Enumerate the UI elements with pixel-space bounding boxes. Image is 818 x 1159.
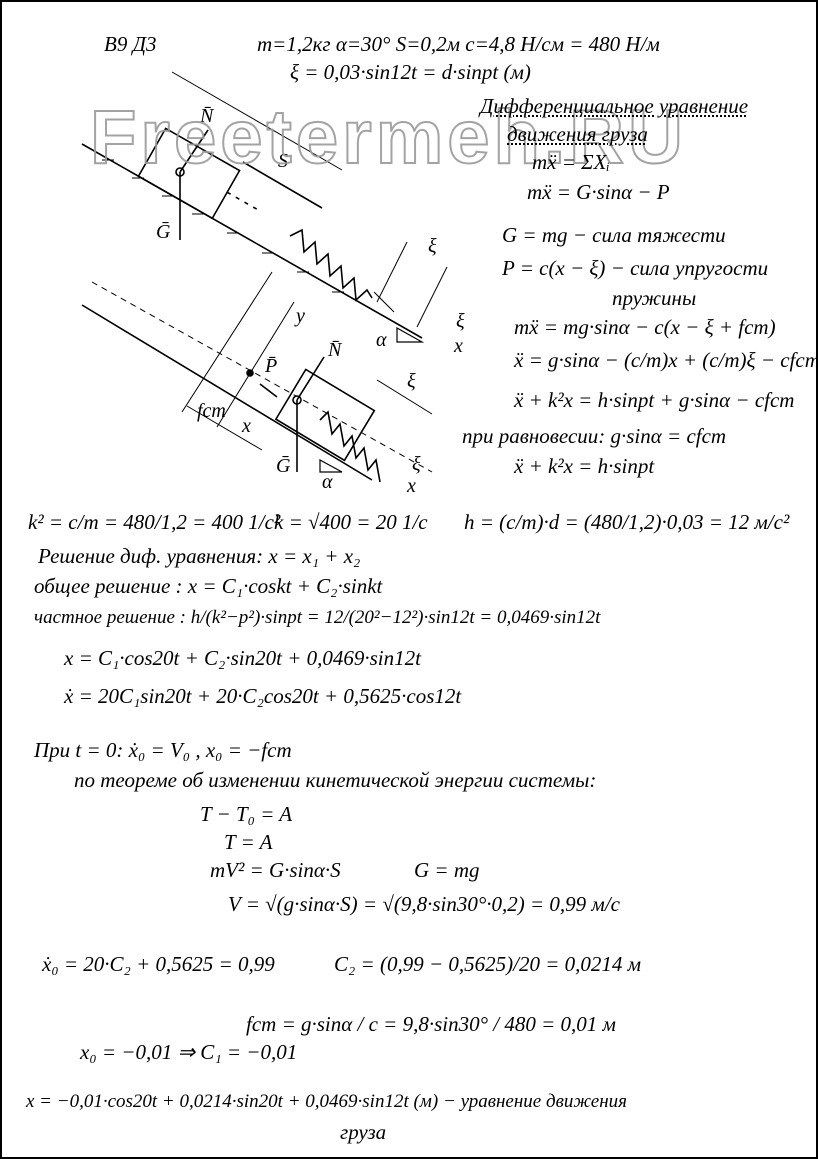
- solution-line: G = mg: [414, 858, 480, 882]
- label-s: S: [278, 150, 288, 172]
- motion-equation-end: груза: [340, 1120, 387, 1144]
- label-xi-axis: ξ: [456, 310, 465, 332]
- solution-line: Решение диф. уравнения: x = x₁ + x₂: [38, 544, 361, 568]
- label-normal-upper: N̄: [199, 105, 215, 127]
- upper-normal-force-arrow: [179, 129, 209, 173]
- section-heading-2: движения груза: [507, 122, 648, 146]
- given-values: m=1,2кг α=30° S=0,2м c=4,8 Н/см = 480 Н/…: [257, 32, 660, 56]
- solution-line: общее решение : x = C₁·coskt + C₂·sinkt: [34, 574, 383, 598]
- upper-incline-hatching: [102, 159, 344, 293]
- excitation-law: ξ = 0,03·sin12t = d·sinpt (м): [290, 60, 531, 84]
- label-fst: fст: [197, 400, 226, 422]
- label-gravity-lower: Ḡ: [276, 455, 291, 477]
- label-alpha-lower: α: [322, 471, 333, 493]
- h-value: h = (c/m)·d = (480/1,2)·0,03 = 12 м/с²: [464, 510, 790, 534]
- k-squared: k² = c/m = 480/1,2 = 400 1/c²: [28, 510, 281, 534]
- x-dimension-arrow: [186, 405, 263, 451]
- equation: ẍ + k²x = h·sinpt + g·sinα − cfст: [514, 388, 795, 412]
- equation: ẍ = g·sinα − (c/m)x + (c/m)ξ − cfст: [514, 348, 818, 372]
- label-xi-lower-axis: ξ: [412, 453, 421, 475]
- s-dimension-arrow: [242, 161, 323, 209]
- label-normal-lower: N̄: [327, 339, 343, 361]
- label-x-upper: x: [453, 335, 463, 357]
- equation: P = c(x − ξ) − сила упругости: [502, 256, 769, 280]
- variant-label: В9 Д3: [104, 32, 157, 56]
- equation: mẍ = G·sinα − P: [527, 180, 670, 204]
- lower-spring: [319, 410, 381, 483]
- solution-line: по теореме об изменении кинетической эне…: [74, 768, 597, 792]
- section-heading: Дифференциальное уравнение: [480, 94, 749, 118]
- solution-line: V = √(g·sinα·S) = √(9,8·sin30°·0,2) = 0,…: [228, 892, 620, 916]
- equation: ẍ + k²x = h·sinpt: [514, 454, 655, 478]
- motion-equation: x = −0,01·cos20t + 0,0214·sin20t + 0,046…: [26, 1091, 627, 1112]
- lower-normal-force-arrow: [296, 356, 325, 401]
- equation: mẍ = ΣXᵢ: [532, 150, 610, 174]
- label-xi-upper: ξ: [428, 235, 437, 257]
- solution-line: mV² = G·sinα·S: [210, 858, 341, 882]
- spring-force-arrow: [259, 383, 278, 398]
- equation: при равновесии: g·sinα = cfст: [462, 424, 727, 448]
- solution-line: x = C₁·cos20t + C₂·sin20t + 0,0469·sin12…: [64, 646, 421, 670]
- upper-block: [137, 127, 263, 220]
- solution-line: C₂ = (0,99 − 0,5625)/20 = 0,0214 м: [334, 952, 642, 976]
- label-gravity-upper: Ḡ: [156, 221, 171, 243]
- label-x-lower: x: [241, 415, 251, 437]
- solution-line: частное решение : h/(k²−p²)·sinpt = 12/(…: [34, 607, 601, 628]
- equation: пружины: [612, 286, 697, 310]
- solution-line: ẋ = 20C₁sin20t + 20·C₂cos20t + 0,5625·co…: [64, 684, 462, 708]
- equation: G = mg − сила тяжести: [502, 223, 726, 247]
- solution-line: T − T₀ = A: [200, 802, 293, 826]
- solution-line: x₀ = −0,01 ⇒ C₁ = −0,01: [80, 1040, 298, 1064]
- lower-block: [274, 368, 376, 462]
- lower-incline-surface: [81, 304, 373, 481]
- equation: mẍ = mg·sinα − c(x − ξ + fст): [514, 315, 776, 339]
- solution-line: При t = 0: ẋ₀ = V₀ , x₀ = −fст: [34, 738, 292, 762]
- label-y: y: [294, 305, 305, 327]
- watermark-logo: Freetermeh.RU: [89, 94, 687, 181]
- solution-line: ẋ₀ = 20·C₂ + 0,5625 = 0,99: [42, 952, 275, 976]
- k-value: k = √400 = 20 1/c: [274, 510, 428, 534]
- solution-line: T = A: [224, 830, 273, 854]
- label-alpha-upper: α: [376, 329, 387, 351]
- label-p: P̄: [264, 355, 277, 377]
- solution-line: fст = g·sinα / c = 9,8·sin30° / 480 = 0,…: [246, 1012, 616, 1036]
- label-xi-lower: ξ: [407, 370, 416, 392]
- label-x-lower-axis: x: [406, 475, 416, 497]
- upper-spring: [289, 228, 373, 302]
